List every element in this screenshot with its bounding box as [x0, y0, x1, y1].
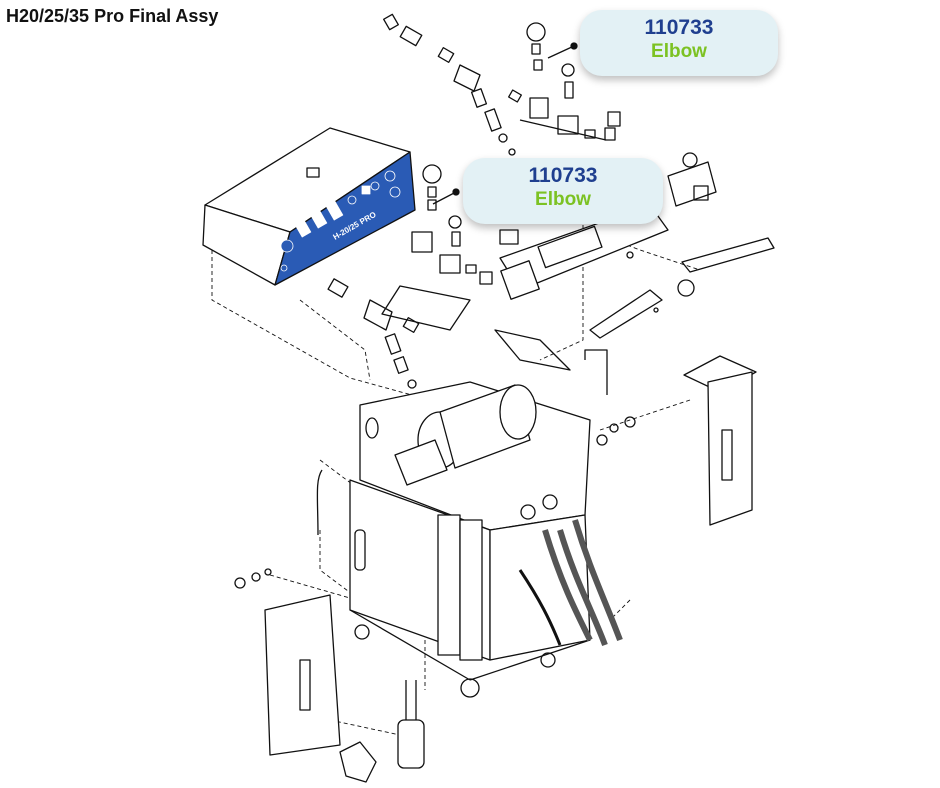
left-panel: [234, 469, 341, 756]
callout-part-name: Elbow: [535, 189, 591, 210]
motor: [394, 384, 537, 486]
callout-part-number: 110733: [644, 16, 714, 39]
callout-part-number: 110733: [528, 164, 598, 187]
callout-pointers: [432, 42, 578, 205]
callout-elbow-middle: 110733 Elbow: [463, 158, 663, 224]
control-box: H-20/25 PRO: [202, 127, 416, 286]
callout-elbow-upper: 110733 Elbow: [580, 10, 778, 76]
callout-part-name: Elbow: [651, 41, 707, 62]
diagram-title: H20/25/35 Pro Final Assy: [6, 6, 219, 26]
pump-assembly: [499, 152, 775, 339]
middle-fittings: [327, 164, 493, 389]
upper-fittings: [383, 13, 621, 156]
hoses-and-gauges: [518, 494, 623, 647]
heater-element: [339, 680, 425, 783]
right-panel: [596, 355, 757, 526]
top-bracket: [494, 329, 608, 395]
